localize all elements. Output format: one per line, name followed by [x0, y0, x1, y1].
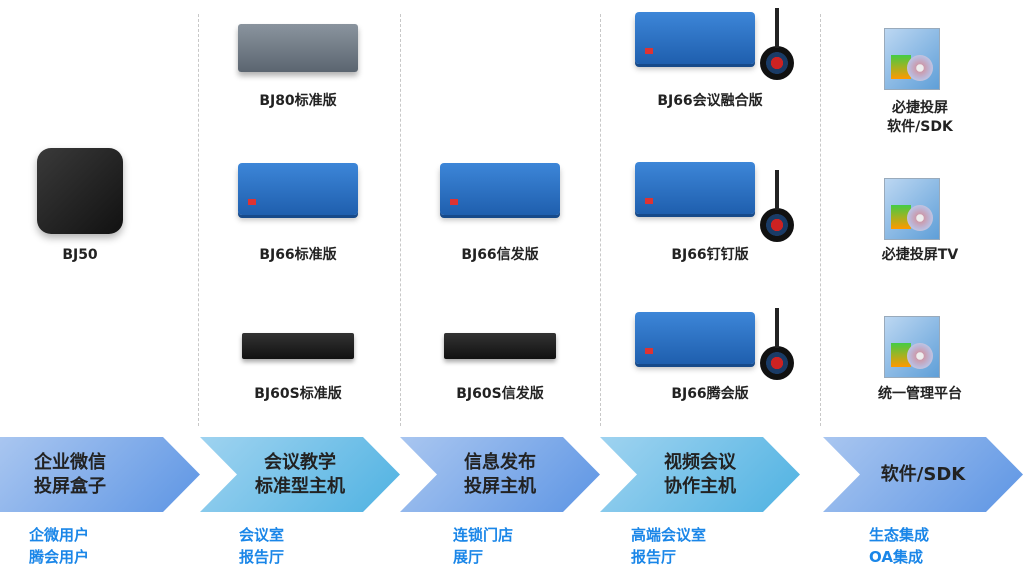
divider — [600, 14, 601, 426]
software-box-icon — [884, 316, 940, 378]
divider — [820, 14, 821, 426]
category-title: 软件/SDK — [880, 463, 966, 485]
category-title: 视频会议 协作主机 — [664, 451, 736, 497]
product-label: BJ66会议融合版 — [657, 93, 763, 109]
product-bj50[interactable]: BJ50 — [0, 0, 160, 430]
bj50-device-image — [37, 148, 123, 234]
dongle-image — [760, 170, 794, 242]
divider — [400, 14, 401, 426]
category-arrow-software: 软件/SDK — [823, 437, 1023, 512]
bj66-device-image — [635, 162, 755, 214]
software-box-icon — [884, 28, 940, 90]
dongle-image — [760, 8, 794, 80]
divider — [198, 14, 199, 426]
bj66-device-image — [635, 312, 755, 364]
category-arrow-signage: 信息发布 投屏主机 — [400, 437, 600, 512]
category-title: 企业微信 投屏盒子 — [34, 451, 106, 497]
product-label: 必捷投屏 软件/SDK — [887, 100, 953, 135]
category-arrow-meeting: 会议教学 标准型主机 — [200, 437, 400, 512]
product-label: BJ66信发版 — [461, 247, 539, 263]
bj60s-device-image — [242, 333, 354, 359]
category-users: 高端会议室 报告厅 — [631, 526, 707, 566]
product-label: BJ60S信发版 — [456, 386, 544, 402]
product-label: BJ50 — [62, 247, 98, 263]
category-users: 连锁门店 展厅 — [453, 526, 514, 566]
dongle-image — [760, 308, 794, 380]
product-label: BJ80标准版 — [259, 93, 337, 109]
category-arrow-video: 视频会议 协作主机 — [600, 437, 800, 512]
category-arrow-wecom: 企业微信 投屏盒子 — [0, 437, 200, 512]
category-title: 会议教学 标准型主机 — [255, 451, 345, 497]
product-label: BJ60S标准版 — [254, 386, 342, 402]
product-label: BJ66标准版 — [259, 247, 337, 263]
category-users: 会议室 报告厅 — [239, 526, 285, 566]
software-box-icon — [884, 178, 940, 240]
product-label: 必捷投屏TV — [881, 247, 959, 263]
bj80-device-image — [238, 24, 358, 72]
bj60s-device-image — [444, 333, 556, 359]
bj66-device-image — [635, 12, 755, 64]
product-label: BJ66钉钉版 — [671, 247, 749, 263]
category-title: 信息发布 投屏主机 — [464, 451, 536, 497]
product-label: BJ66腾会版 — [671, 386, 749, 402]
bj66-device-image — [238, 163, 358, 215]
category-users: 企微用户 腾会用户 — [29, 526, 90, 566]
category-users: 生态集成 OA集成 — [869, 526, 930, 566]
bj66-device-image — [440, 163, 560, 215]
product-label: 统一管理平台 — [878, 386, 962, 402]
